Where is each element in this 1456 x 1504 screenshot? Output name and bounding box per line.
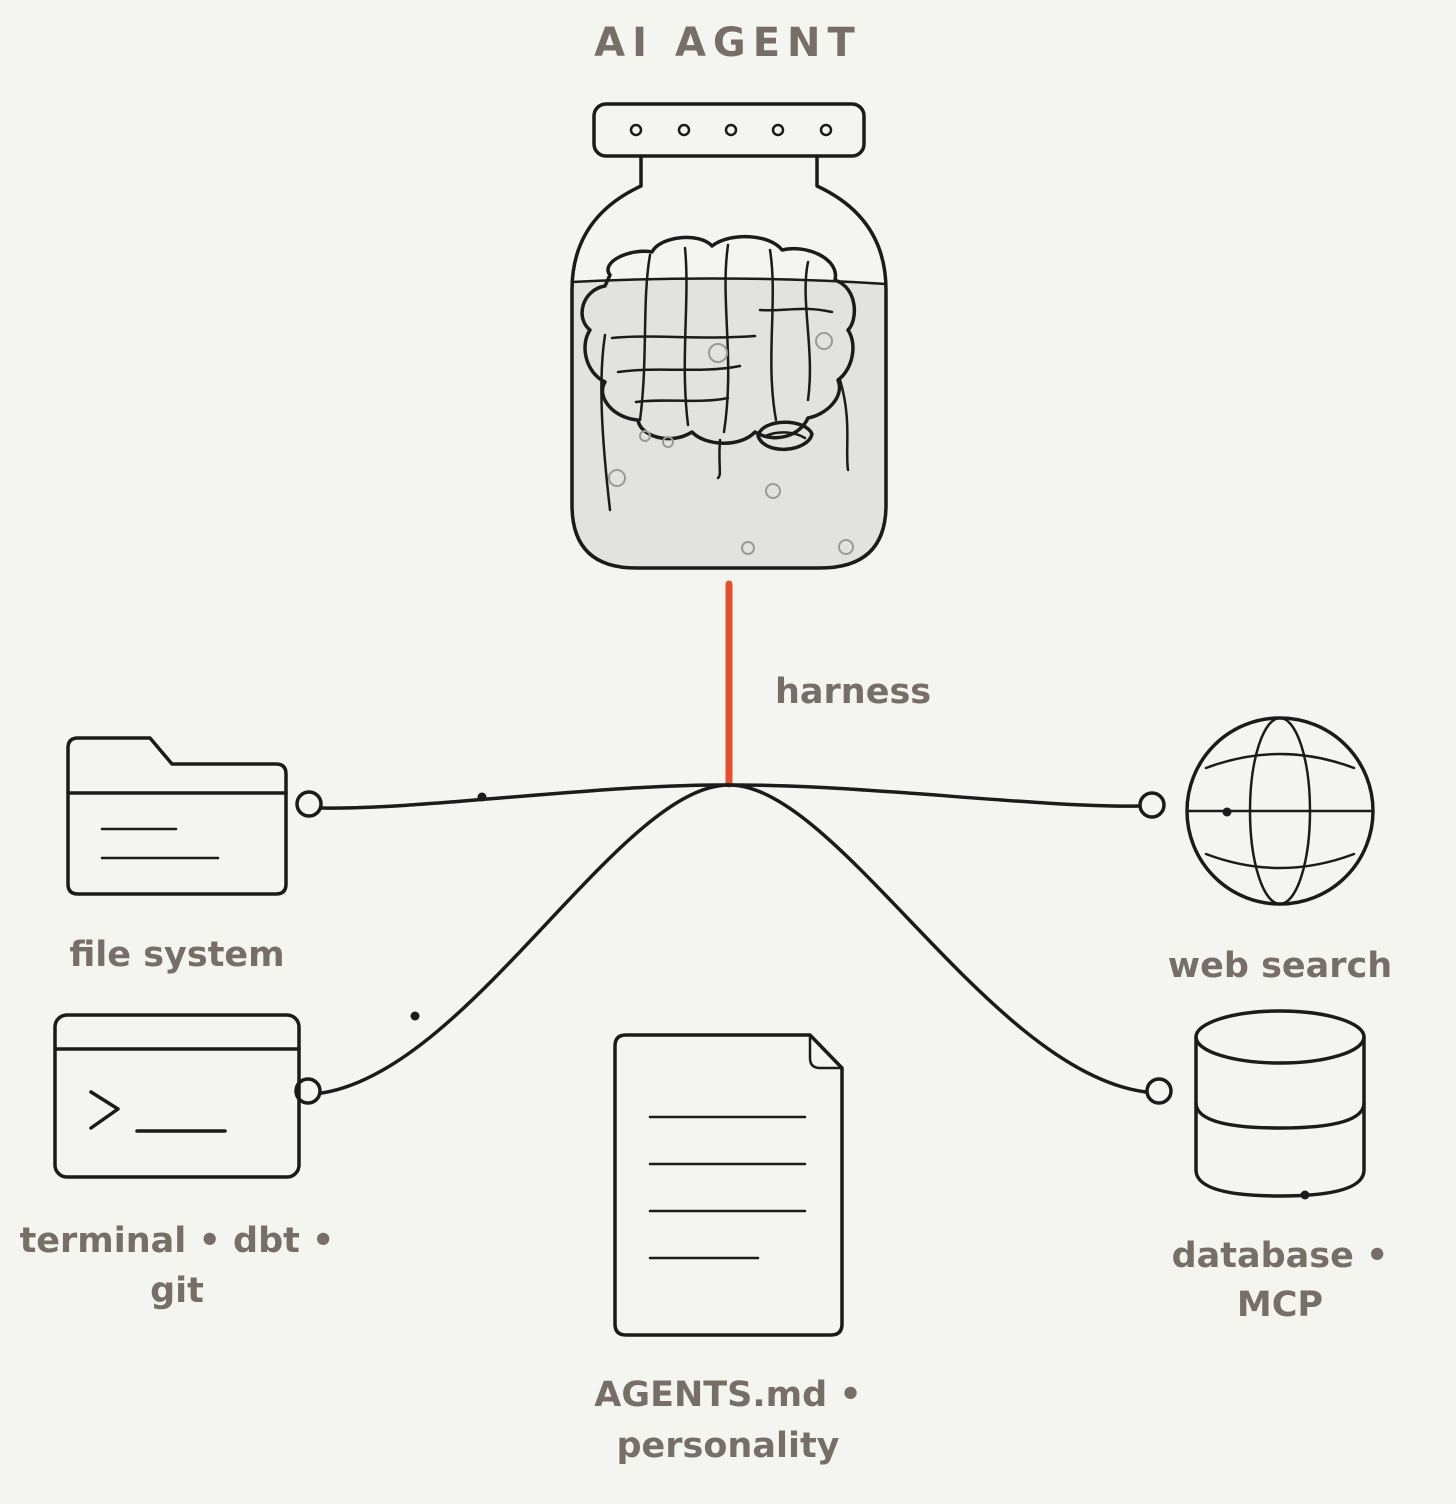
wire-dot [477,792,487,802]
agents-md-label-line-1: AGENTS.md • [594,1375,861,1415]
database-label-line-1: database • [1172,1236,1389,1276]
harness-label: harness [775,672,931,712]
brain-in-jar-icon [570,102,888,570]
terminal-icon [53,1013,301,1179]
database-icon [1194,1009,1366,1200]
web-search-label: web search [1168,946,1392,986]
folder-icon [66,736,288,896]
agents-md-label-line-2: personality [616,1426,839,1466]
connection-wires [294,783,1173,1105]
document-icon [613,1033,844,1337]
terminal-label-line-2: git [150,1271,204,1311]
terminal-label-line-1: terminal • dbt • [20,1221,335,1261]
connector-port [1138,791,1166,819]
connector-port [1145,1077,1173,1105]
database-label-line-2: MCP [1237,1285,1323,1325]
connector-port [295,790,323,818]
wire-web-search [727,783,1142,808]
wire-terminal [320,783,731,1095]
wire-database [727,783,1148,1094]
globe-icon [1185,716,1375,906]
connector-port [294,1077,322,1105]
diagram-title: AI AGENT [594,20,862,66]
wire-dot [410,1011,420,1021]
wire-file-system [320,783,731,810]
file-system-label: file system [69,935,284,975]
